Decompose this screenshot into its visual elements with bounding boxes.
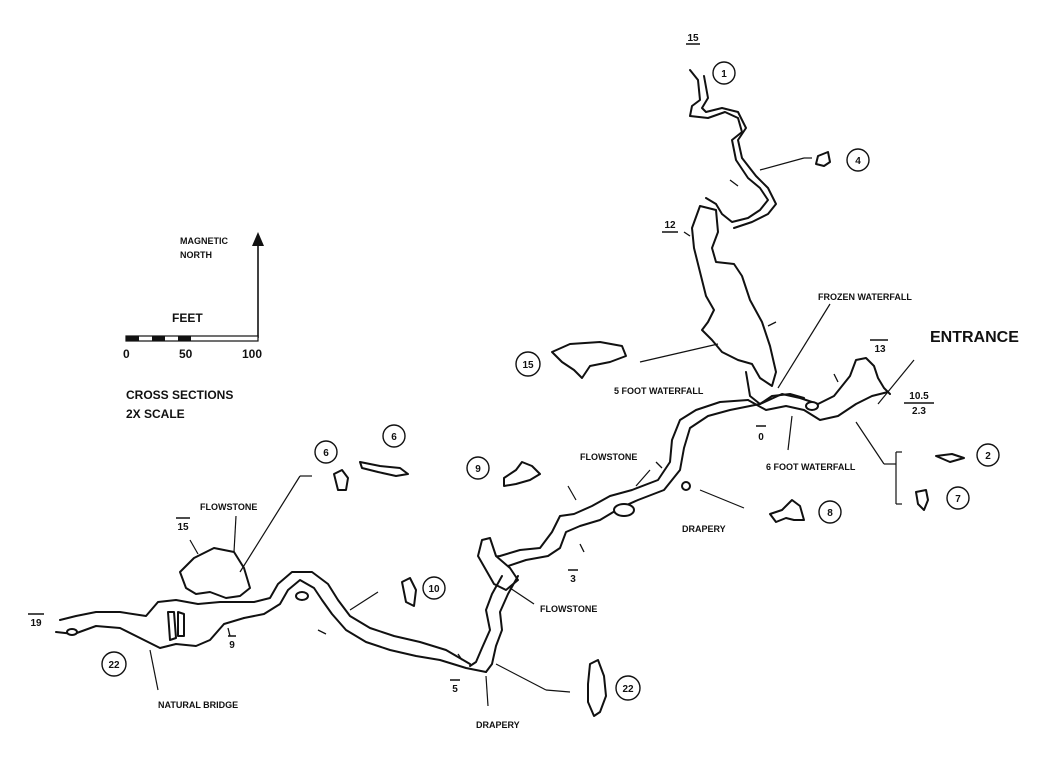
drapery-south-label: DRAPERY: [476, 720, 520, 730]
scale-tick-100: 100: [242, 347, 262, 361]
entrance-label: ENTRANCE: [930, 329, 1019, 346]
north-label-1: MAGNETIC: [180, 236, 228, 246]
flowstone-south-label: FLOWSTONE: [540, 604, 597, 614]
cross-section-shapes: [333, 151, 965, 717]
cross-section-6b: [359, 461, 409, 477]
section-numbers: 1 4 15 2 7 8 9 6 6 10 22 22: [108, 69, 991, 695]
scale-bar: [125, 335, 259, 342]
section-8: 8: [827, 508, 833, 519]
flowstone-mid-label: FLOWSTONE: [580, 452, 637, 462]
scale-tick-0: 0: [123, 347, 130, 361]
section-markers: [101, 61, 1000, 701]
depth-2-3: 2.3: [912, 406, 926, 417]
flowstone-west-label: FLOWSTONE: [200, 502, 257, 512]
six-foot-waterfall-label: 6 FOOT WATERFALL: [766, 462, 856, 472]
depth-12: 12: [664, 220, 676, 231]
depth-labels: 15 12 13 10.5 2.3 0 3 5 9 15 19: [30, 33, 929, 695]
depth-19: 19: [30, 618, 42, 629]
cross-sections-label: CROSS SECTIONS: [126, 388, 233, 402]
cave-passage: [55, 69, 891, 673]
section-22a: 22: [108, 660, 120, 671]
cross-section-2: [935, 453, 965, 463]
cross-section-9: [503, 461, 541, 487]
cross-section-7: [915, 489, 929, 511]
depth-underlines: [28, 43, 934, 681]
cross-section-10: [401, 577, 417, 607]
section-7: 7: [955, 494, 961, 505]
five-foot-waterfall-label: 5 FOOT WATERFALL: [614, 386, 704, 396]
depth-5: 5: [452, 684, 458, 695]
north-arrow: [252, 232, 264, 338]
scale-title: FEET: [172, 311, 203, 325]
cross-section-8: [769, 499, 805, 523]
cross-section-15: [551, 341, 627, 379]
natural-bridge-label: NATURAL BRIDGE: [158, 700, 238, 710]
drapery-mid-label: DRAPERY: [682, 524, 726, 534]
north-label-2: NORTH: [180, 250, 212, 260]
section-22b: 22: [622, 684, 634, 695]
cross-section-6a: [333, 469, 349, 491]
section-2: 2: [985, 451, 991, 462]
depth-15-west: 15: [177, 522, 189, 533]
section-6a: 6: [323, 448, 329, 459]
depth-10-5: 10.5: [909, 391, 929, 402]
depth-15-top: 15: [687, 33, 699, 44]
scale-tick-50: 50: [179, 347, 193, 361]
scale-note-label: 2X SCALE: [126, 407, 185, 421]
frozen-waterfall-label: FROZEN WATERFALL: [818, 292, 912, 302]
section-1: 1: [721, 69, 727, 80]
cross-section-4: [815, 151, 831, 167]
section-10: 10: [428, 584, 440, 595]
leader-lines: [149, 157, 915, 707]
depth-13: 13: [874, 344, 886, 355]
section-4: 4: [855, 156, 861, 167]
depth-3: 3: [570, 574, 576, 585]
section-6b: 6: [391, 432, 397, 443]
map-labels: ENTRANCE MAGNETIC NORTH FEET 0 50 100 CR…: [123, 236, 1019, 730]
cross-section-22: [587, 659, 607, 717]
depth-0: 0: [758, 432, 764, 443]
section-15: 15: [522, 360, 534, 371]
depth-9: 9: [229, 640, 235, 651]
section-9: 9: [475, 464, 481, 475]
